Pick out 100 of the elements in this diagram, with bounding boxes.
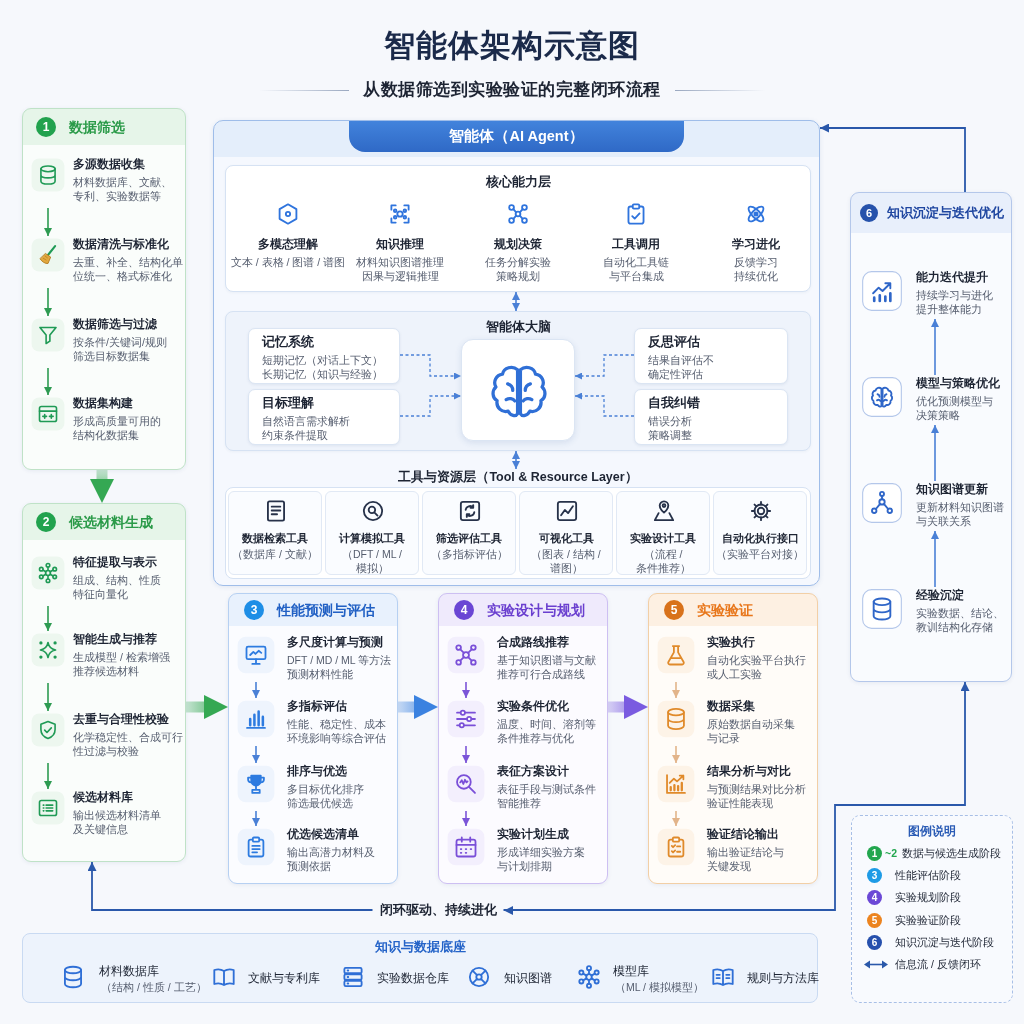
step-title: 数据清洗与标准化: [73, 237, 169, 252]
step-title: 实验执行: [707, 635, 755, 650]
item-label: 材料数据库: [99, 964, 159, 978]
step-description: 组成、结构、性质特征向量化: [73, 573, 162, 601]
flow-arrow: [398, 695, 438, 719]
arrow: [44, 682, 52, 712]
dashed-arrow: [574, 354, 635, 380]
number-badge: 4: [454, 600, 474, 620]
step-description: 性能、稳定性、成本环境影响等综合评估: [287, 717, 387, 745]
tool-description: （图表 / 结构 / 谱图）: [530, 547, 602, 575]
step-title: 数据筛选与过滤: [73, 317, 157, 332]
tool-card: [519, 491, 613, 575]
number-badge: 5: [867, 912, 882, 928]
item-note: （ML / 模拟模型）: [615, 980, 704, 994]
step-title: 合成路线推荐: [497, 635, 569, 650]
step-description: DFT / MD / ML 等方法预测材料性能: [287, 653, 393, 681]
step-title: 候选材料库: [73, 790, 133, 805]
step-title: 排序与优选: [287, 764, 347, 779]
capability-title: 工具调用: [612, 237, 660, 252]
step-title: 实验计划生成: [497, 827, 569, 842]
step-title: 数据采集: [707, 699, 755, 714]
step-description: 与预测结果对比分析验证性能表现: [707, 782, 807, 810]
tool-title: 筛选评估工具: [436, 531, 502, 545]
step-title: 结果分析与对比: [707, 764, 791, 779]
stage-panel: [22, 503, 186, 862]
number-badge: 4: [867, 890, 882, 906]
step-title: 验证结论输出: [707, 827, 779, 842]
step-title: 表征方案设计: [497, 764, 569, 779]
double-arrow: [512, 450, 520, 470]
dashed-arrow: [399, 392, 462, 417]
module-description: 自然语言需求解析约束条件提取: [262, 414, 351, 442]
panel-heading: 知识与数据底座: [374, 938, 466, 955]
tool-card: [228, 491, 322, 575]
arrow: [672, 681, 680, 699]
capability-title: 学习进化: [732, 237, 780, 252]
step-title: 智能生成与推荐: [73, 632, 157, 647]
capability-title: 规划决策: [494, 237, 542, 252]
stage-panel: [22, 108, 186, 470]
step-description: 持续学习与进化提升整体能力: [916, 288, 994, 316]
stage-title: 实验验证: [697, 600, 753, 620]
module-description: 短期记忆（对话上下文）长期记忆（知识与经验）: [262, 353, 384, 381]
stage-title: 性能预测与评估: [277, 600, 375, 620]
brain-card: [461, 339, 575, 441]
item-label: 文献与专利库: [248, 971, 320, 985]
step-description: 温度、时间、溶剂等条件推荐与优化: [497, 717, 597, 745]
module-card: [634, 328, 788, 384]
layer-panel: [225, 165, 811, 292]
module-title: 记忆系统: [262, 334, 314, 350]
flow-arrow: [608, 695, 648, 719]
capability-description: 材料知识图谱推理因果与逻辑推理: [355, 255, 445, 283]
step-description: 材料数据库、文献、专利、实验数据等: [73, 175, 173, 203]
step-title: 数据集构建: [73, 396, 133, 411]
capability-description: 自动化工具链与平台集成: [602, 255, 670, 283]
step-description: 输出高潜力材料及预测依据: [287, 845, 376, 873]
double-arrow: [512, 291, 520, 312]
arrow: [931, 318, 939, 376]
step-description: 更新材料知识图谱与关联关系: [916, 500, 1005, 528]
legend-text: 信息流 / 反馈闭环: [895, 957, 981, 972]
legend-title: 图例说明: [908, 823, 956, 839]
module-card: [248, 389, 400, 445]
step-description: 化学稳定性、合成可行性过滤与校验: [73, 730, 184, 758]
step-description: 去重、补全、结构化单位统一、格式标准化: [73, 255, 184, 283]
arrow: [44, 287, 52, 317]
module-card: [248, 328, 400, 384]
legend-text: 实验规划阶段: [895, 890, 961, 906]
stage-panel: [850, 192, 1012, 682]
stage-panel: [228, 593, 398, 884]
legend-text: 性能评估阶段: [895, 868, 961, 884]
tool-description: （实验平台对接）: [716, 547, 804, 561]
stage-panel: [648, 593, 818, 884]
double-arrow: [87, 681, 970, 911]
tool-title: 自动化执行接口: [721, 531, 799, 545]
arrow: [819, 123, 966, 193]
step-title: 多指标评估: [287, 699, 347, 714]
step-title: 能力迭代提升: [916, 270, 988, 285]
step-description: 表征手段与测试条件智能推荐: [497, 782, 597, 810]
base-panel: [22, 933, 818, 1003]
tool-title: 计算模拟工具: [339, 531, 405, 545]
tool-title: 实验设计工具: [630, 531, 696, 545]
number-badge: 2: [36, 512, 56, 532]
layer-heading: 核心能力层: [485, 174, 551, 190]
number-badge: 6: [860, 204, 878, 222]
number-badge: 5: [664, 600, 684, 620]
step-description: 输出验证结论与关键发现: [707, 845, 785, 873]
legend-text: 知识沉淀与迭代阶段: [895, 934, 994, 950]
arrow: [44, 605, 52, 632]
arrow: [462, 745, 470, 764]
dashed-arrow: [574, 392, 635, 417]
capability-description: 任务分解实验策略规划: [484, 255, 552, 283]
module-title: 目标理解: [262, 395, 314, 411]
step-description: 基于知识图谱与文献推荐可行合成路线: [497, 653, 597, 681]
item-label: 实验数据仓库: [377, 971, 449, 985]
arrow: [931, 424, 939, 482]
number-label: ~2: [885, 846, 897, 861]
flow-arrow: [90, 470, 114, 503]
step-description: 优化预测模型与决策策略: [916, 394, 994, 422]
legend-text: 实验验证阶段: [895, 912, 961, 928]
arrow: [44, 207, 52, 237]
layer-heading: 智能体大脑: [485, 319, 551, 335]
module-description: 错误分析策略调整: [648, 414, 693, 442]
